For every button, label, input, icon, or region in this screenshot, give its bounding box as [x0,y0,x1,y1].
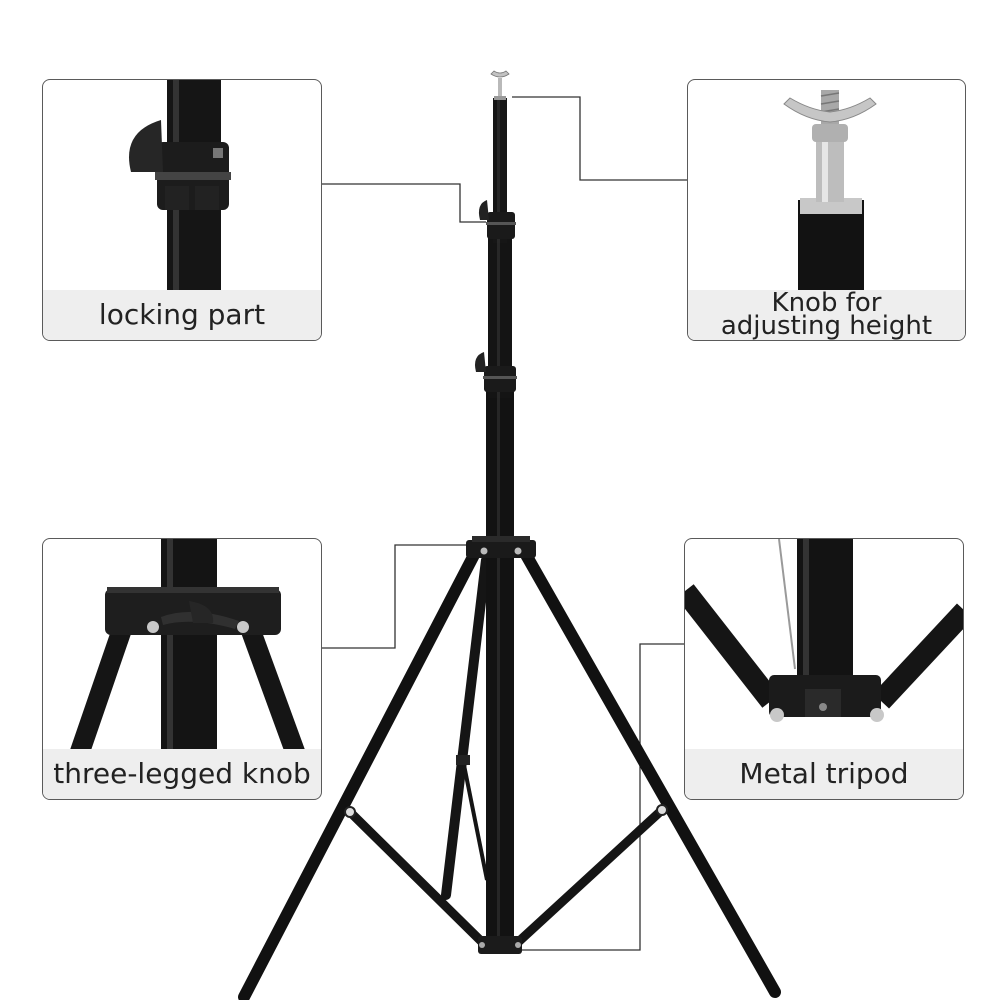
leader-line-height-knob [512,96,687,181]
upper-lock [478,200,516,239]
leader-line-locking-part [322,183,486,223]
top-stud [490,70,510,100]
leg-hub [466,536,536,558]
three-legged-knob-label: three-legged knob [43,749,321,799]
height-knob-label: Knob for adjusting height [688,290,965,340]
height-knob-label-line1: Knob for [771,288,882,318]
height-knob-label-line2: adjusting height [720,311,933,341]
callout-locking-part: locking part [42,79,322,341]
lower-lock [475,352,517,392]
back-leg [441,555,491,900]
leader-lines [322,96,687,951]
leader-line-three-legged-knob [322,544,470,649]
metal-tripod-detail-image [685,539,963,722]
callout-three-legged-knob: three-legged knob [42,538,322,800]
locking-part-detail-image [129,80,231,295]
metal-tripod-label: Metal tripod [685,749,963,799]
bottom-hub [478,936,522,954]
leader-line-metal-tripod [520,643,684,951]
locking-part-label: locking part [43,290,321,340]
callout-height-knob: Knob for adjusting height [687,79,966,341]
tripod-legs [238,547,781,1000]
callout-metal-tripod: Metal tripod [684,538,964,800]
leg-braces [345,805,667,950]
